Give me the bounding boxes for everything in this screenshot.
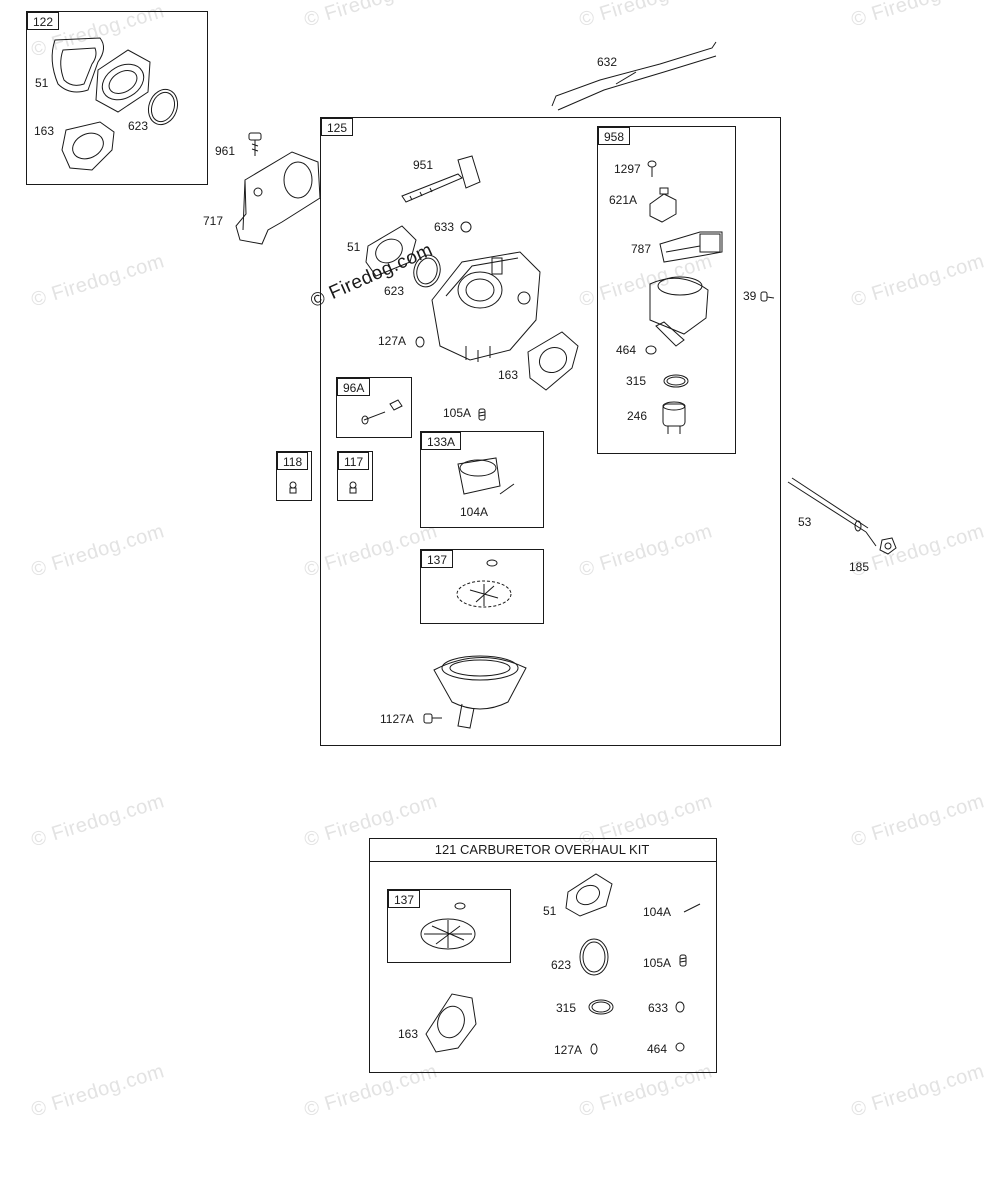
o-ring-127a-drawing bbox=[416, 337, 424, 347]
part-label-633: 633 bbox=[434, 220, 455, 234]
kit-title-bar bbox=[369, 838, 717, 862]
kit-screw-105a-drawing bbox=[680, 955, 686, 966]
float-bowl-drawing bbox=[434, 656, 526, 728]
kit-part-label-163: 163 bbox=[398, 1027, 419, 1041]
part-label-163: 163 bbox=[498, 368, 519, 382]
part-label-623: 623 bbox=[128, 119, 149, 133]
kit-gasket-163-drawing bbox=[426, 994, 476, 1052]
fuel-pump-drawing bbox=[650, 277, 708, 346]
float-133a-drawing bbox=[458, 458, 514, 494]
part-label-315: 315 bbox=[626, 374, 647, 388]
seal-464-drawing bbox=[646, 346, 656, 354]
kit-nut-633-drawing bbox=[676, 1002, 684, 1012]
kit-o-ring-315-drawing bbox=[589, 1000, 613, 1014]
solenoid-621a-drawing bbox=[650, 188, 676, 222]
part-label-951: 951 bbox=[413, 158, 434, 172]
gasket-51-drawing bbox=[52, 38, 103, 92]
part-label-51: 51 bbox=[347, 240, 361, 254]
screw-118-drawing bbox=[290, 482, 296, 493]
part-label-1127a: 1127A bbox=[380, 712, 414, 726]
kit-part-label-104a: 104A bbox=[643, 905, 672, 919]
kit-part-label-105a: 105A bbox=[643, 956, 672, 970]
group-tag-117: 117 bbox=[338, 452, 370, 470]
kit-part-label-127a: 127A bbox=[554, 1043, 583, 1057]
part-label-961: 961 bbox=[215, 144, 236, 158]
o-ring-315-drawing bbox=[664, 375, 688, 387]
group-tag-958: 958 bbox=[598, 127, 631, 145]
group-tag-125: 125 bbox=[321, 118, 354, 136]
screw-1127a-drawing bbox=[424, 714, 442, 723]
filter-246-drawing bbox=[663, 402, 685, 434]
group-tag-96a: 96A bbox=[337, 378, 371, 396]
part-label-163: 163 bbox=[34, 124, 55, 138]
shaft-53-drawing bbox=[788, 478, 876, 546]
nut-185-drawing bbox=[880, 538, 896, 554]
o-ring-623-drawing bbox=[144, 85, 183, 128]
part-label-246: 246 bbox=[627, 409, 648, 423]
intake-adapter-drawing bbox=[96, 50, 150, 112]
kit-seal-464-drawing bbox=[676, 1043, 684, 1051]
group-box-118 bbox=[276, 451, 312, 501]
diaphragm-137-drawing bbox=[457, 560, 511, 607]
solenoid-787-drawing bbox=[660, 232, 722, 262]
kit-o-ring-127a-drawing bbox=[591, 1044, 597, 1054]
group-box-137 bbox=[420, 549, 544, 624]
screw-39-drawing bbox=[761, 292, 774, 301]
group-box-96a bbox=[336, 377, 412, 438]
group-tag-137: 137 bbox=[421, 550, 454, 568]
kit-part-label-623: 623 bbox=[551, 958, 572, 972]
part-label-104a: 104A bbox=[460, 505, 489, 519]
group-box-125 bbox=[320, 117, 781, 746]
kit-group-tag-137: 137 bbox=[388, 890, 421, 908]
kit-title: 121 CARBURETOR OVERHAUL KIT bbox=[434, 842, 650, 857]
part-label-464: 464 bbox=[616, 343, 637, 357]
kit-group-box-137 bbox=[387, 889, 511, 963]
part-label-623: 623 bbox=[384, 284, 405, 298]
governor-rod-632-drawing bbox=[552, 42, 716, 110]
part-label-185: 185 bbox=[849, 560, 870, 574]
screw-117-drawing bbox=[350, 482, 356, 493]
bracket-717-drawing bbox=[236, 152, 320, 244]
group-tag-122: 122 bbox=[27, 12, 60, 30]
kit-o-ring-623-drawing bbox=[580, 939, 608, 975]
group-box-122 bbox=[26, 11, 208, 185]
kit-part-label-464: 464 bbox=[647, 1042, 668, 1056]
bolt-961-drawing bbox=[249, 133, 261, 156]
carburetor-body-drawing bbox=[432, 252, 540, 362]
kit-gasket-51-drawing bbox=[566, 874, 612, 916]
screw-1297-drawing bbox=[648, 161, 656, 177]
o-ring-623b-drawing bbox=[410, 252, 443, 290]
gasket-163b-drawing bbox=[528, 332, 578, 390]
screw-105a-drawing bbox=[479, 409, 485, 420]
part-label-53: 53 bbox=[798, 515, 812, 529]
gasket-51b-drawing bbox=[366, 226, 416, 276]
part-label-39: 39 bbox=[743, 289, 757, 303]
choke-lever-951-drawing bbox=[402, 156, 480, 202]
kit-part-label-51: 51 bbox=[543, 904, 557, 918]
group-box-958 bbox=[597, 126, 736, 454]
kit-part-label-633: 633 bbox=[648, 1001, 669, 1015]
part-label-621a: 621A bbox=[609, 193, 638, 207]
kit-part-label-315: 315 bbox=[556, 1001, 577, 1015]
part-label-51: 51 bbox=[35, 76, 49, 90]
group-box-133a bbox=[420, 431, 544, 528]
kit-diaphragm-drawing bbox=[421, 903, 475, 949]
needle-96a-drawing bbox=[362, 400, 402, 424]
part-label-717: 717 bbox=[203, 214, 224, 228]
nut-633-drawing bbox=[461, 222, 471, 232]
gasket-163-drawing bbox=[62, 122, 114, 170]
kit-pin-104a-drawing bbox=[684, 904, 700, 912]
group-box-117 bbox=[337, 451, 373, 501]
part-label-787: 787 bbox=[631, 242, 652, 256]
part-label-1297: 1297 bbox=[614, 162, 641, 176]
part-label-105a: 105A bbox=[443, 406, 472, 420]
part-label-127a: 127A bbox=[378, 334, 407, 348]
group-tag-133a: 133A bbox=[421, 432, 462, 450]
group-tag-118: 118 bbox=[277, 452, 309, 470]
part-label-632: 632 bbox=[597, 55, 618, 69]
